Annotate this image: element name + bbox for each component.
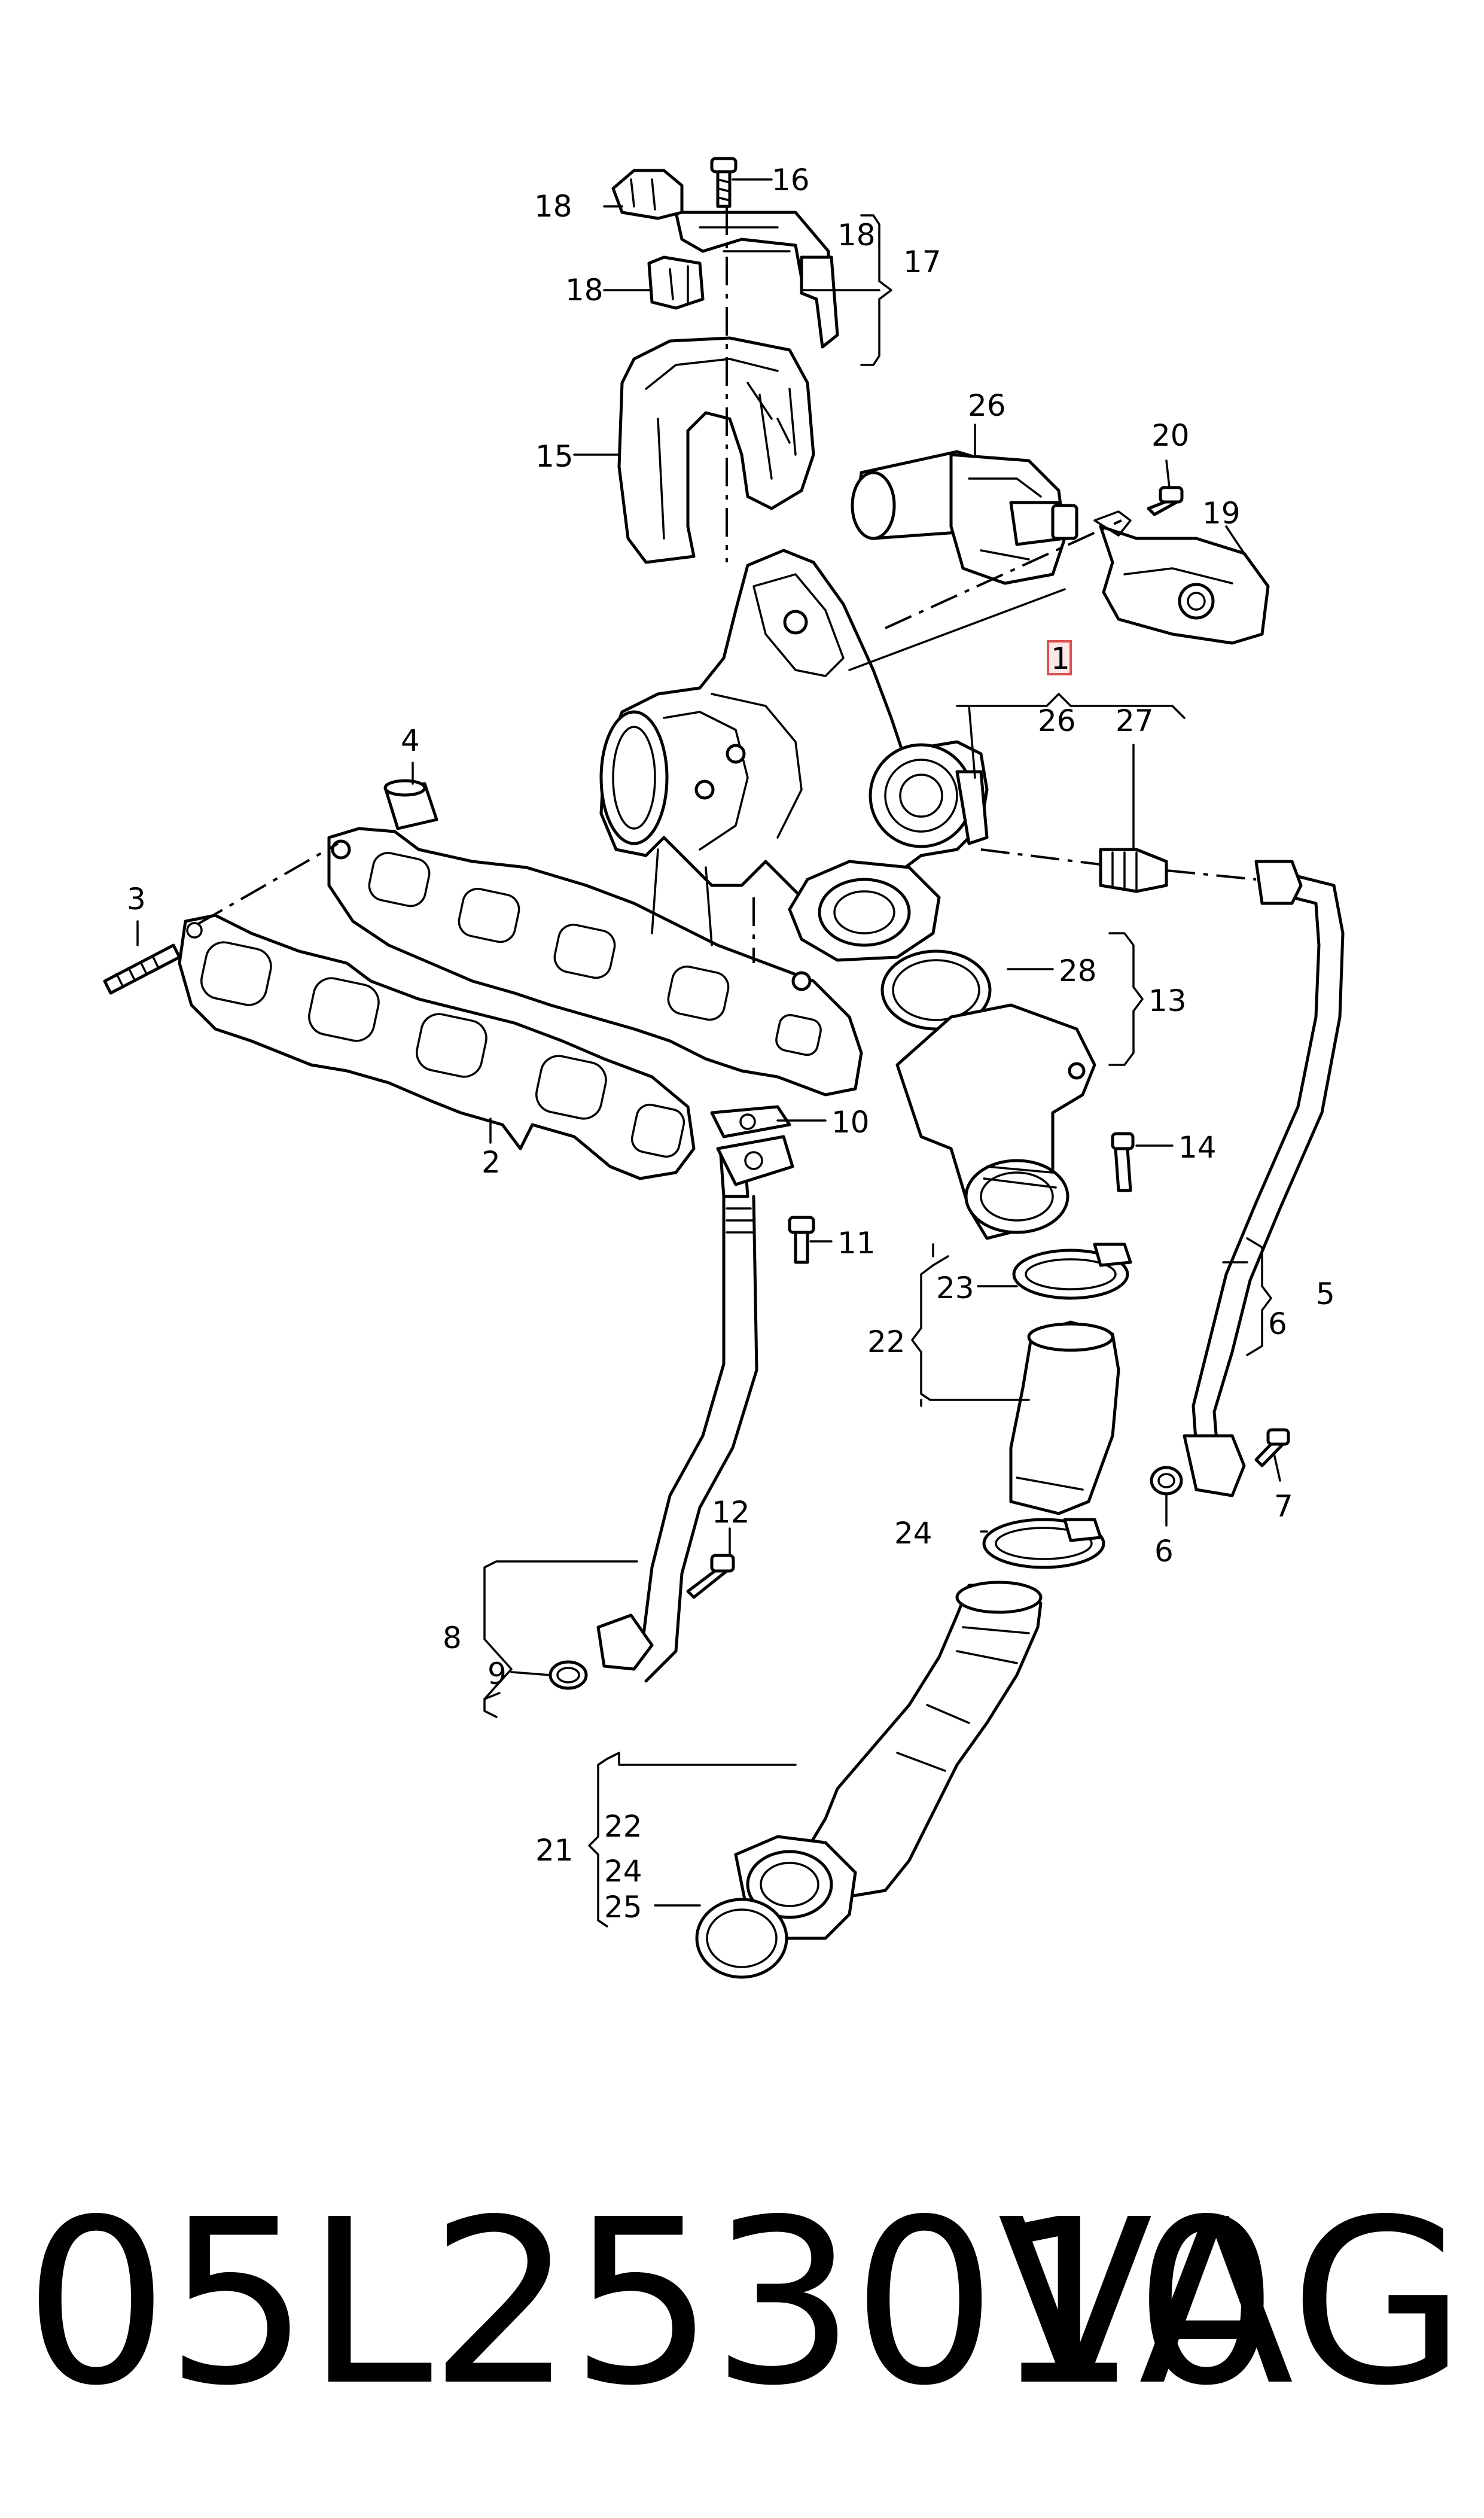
alignment-line-actuator <box>885 519 1122 629</box>
bracket-clip-upper <box>611 169 684 220</box>
union-27 <box>1099 848 1168 893</box>
manifold-gasket <box>178 914 696 1180</box>
callout-12: 12 <box>712 1495 750 1530</box>
callout-28: 28 <box>1059 954 1097 988</box>
heat-shield <box>617 336 815 564</box>
oil-supply-pipe <box>1183 860 1345 1497</box>
alignment-line-union <box>1166 869 1257 881</box>
callout-18-top: 18 <box>534 189 572 224</box>
bolt-14 <box>1111 1132 1135 1192</box>
wastegate-actuator <box>851 450 1078 585</box>
callout-25: 25 <box>604 1890 642 1925</box>
seal-ring-9 <box>548 1660 588 1690</box>
hose-clip-24 <box>982 1518 1105 1569</box>
turbocharger <box>599 549 989 962</box>
bracket-clip-lower <box>647 255 705 310</box>
gasket-10 <box>710 1105 791 1138</box>
callout-20: 20 <box>1151 418 1190 453</box>
callout-19: 19 <box>1202 496 1241 531</box>
callout-5: 5 <box>1316 1277 1335 1311</box>
callout-27: 27 <box>1116 704 1154 738</box>
callout-21: 21 <box>535 1833 574 1868</box>
callout-18-mid: 18 <box>565 273 604 307</box>
callout-17: 17 <box>903 245 941 279</box>
callout-6-bracket: 6 <box>1268 1307 1287 1341</box>
callout-6-seal: 6 <box>1154 1534 1174 1569</box>
callout-13: 13 <box>1148 984 1187 1018</box>
intake-hose <box>1009 1320 1120 1515</box>
leader-lines <box>136 178 1281 1928</box>
oil-return-pipe <box>596 1153 758 1683</box>
hose-clip-23 <box>1012 1243 1132 1300</box>
part-number: 05L253010 <box>24 2170 1279 2435</box>
brand-name: VAG <box>997 2170 1466 2435</box>
callout-26-actuator: 26 <box>968 388 1006 423</box>
exhaust-manifold <box>327 827 863 1097</box>
callout-labels: 16 18 18 17 18 15 26 20 19 1 26 27 4 3 2… <box>127 163 1335 1925</box>
callout-22-pipe: 22 <box>604 1809 642 1844</box>
callout-9: 9 <box>487 1657 507 1691</box>
intake-pipe <box>734 1581 1043 1940</box>
heat-shield-bracket <box>674 211 839 349</box>
callout-22-hose: 22 <box>867 1325 906 1359</box>
callout-1: 1 <box>1051 641 1070 676</box>
bolt-20 <box>1147 486 1184 516</box>
o-ring-25 <box>695 1898 788 1979</box>
bolt-11 <box>788 1216 815 1264</box>
alignment-line-supply <box>980 848 1101 866</box>
callout-24-clip: 24 <box>894 1516 933 1551</box>
callout-26-assembly: 26 <box>1038 704 1076 738</box>
turbocharger-exploded-diagram: 16 18 18 17 18 15 26 20 19 1 26 27 4 3 2… <box>103 157 1345 1979</box>
alignment-line-manifold <box>197 842 339 925</box>
support-bracket <box>1093 510 1270 645</box>
o-ring-28 <box>880 949 992 1031</box>
connection-piece <box>895 1003 1096 1240</box>
bolt-12 <box>686 1554 735 1599</box>
callout-7: 7 <box>1274 1489 1293 1524</box>
bolt-16 <box>710 157 738 208</box>
seal-ring-6 <box>1150 1466 1183 1496</box>
callout-18-bracket: 18 <box>837 218 876 252</box>
callout-3: 3 <box>127 882 146 917</box>
sleeve-4 <box>383 779 438 830</box>
callout-11: 11 <box>837 1226 876 1260</box>
callout-16: 16 <box>772 163 810 197</box>
stud-3 <box>103 943 181 995</box>
callout-1-highlight <box>1047 640 1072 675</box>
callout-2: 2 <box>482 1145 501 1180</box>
callout-24-pipe: 24 <box>604 1854 642 1889</box>
callout-4: 4 <box>401 723 420 758</box>
footer: 05L253010 VAG <box>0 2178 1484 2429</box>
callout-8: 8 <box>443 1621 462 1655</box>
callout-10: 10 <box>831 1105 870 1140</box>
bolt-7 <box>1254 1428 1290 1467</box>
callout-14: 14 <box>1178 1130 1217 1165</box>
callout-23: 23 <box>936 1271 974 1305</box>
flange-oil-pipe <box>716 1135 794 1186</box>
callout-15: 15 <box>535 439 574 474</box>
